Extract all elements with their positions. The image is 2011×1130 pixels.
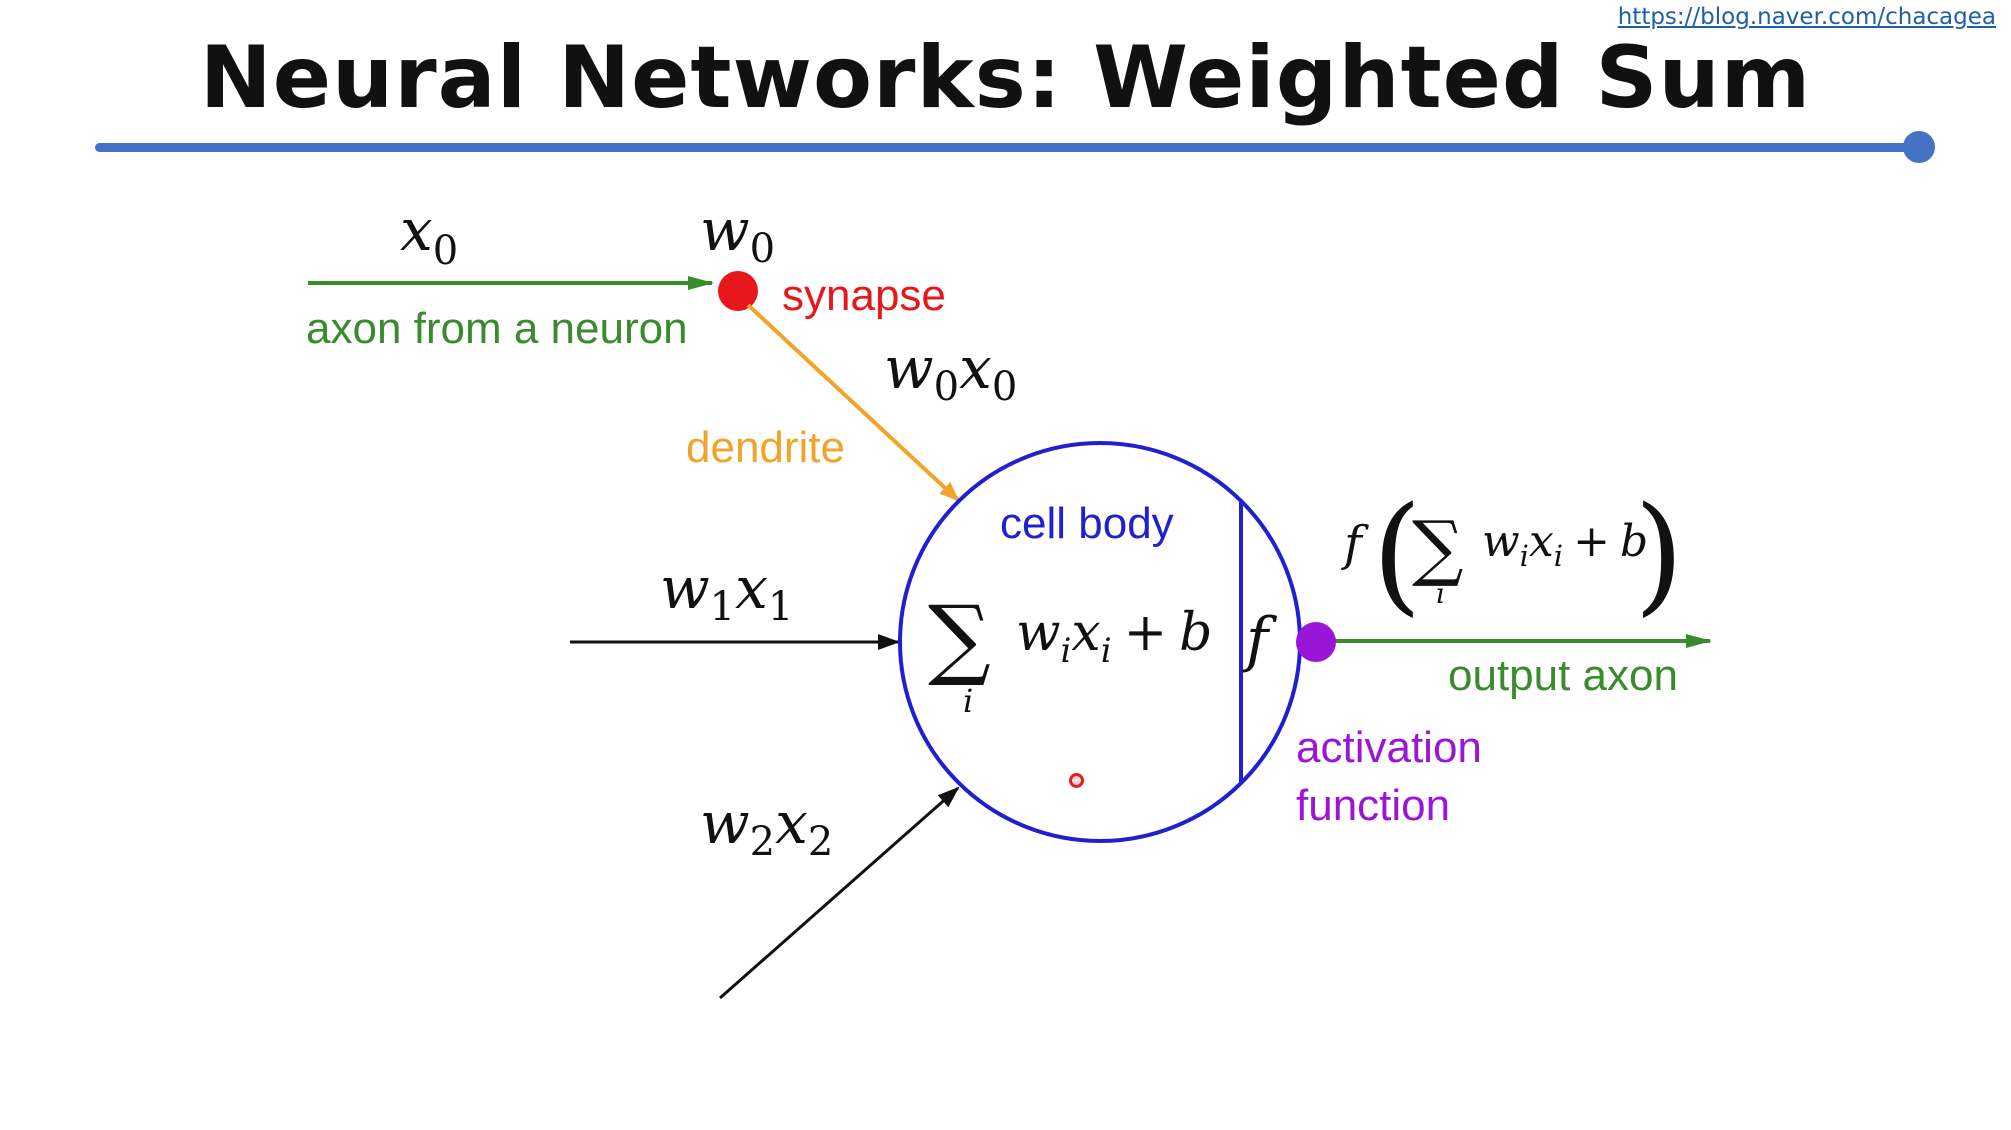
- axon-from-neuron-label: axon from a neuron: [306, 304, 688, 353]
- input-arrow-2: [719, 786, 960, 1000]
- cell-body-label: cell body: [1000, 499, 1174, 548]
- output-formula-rparen: ): [1634, 480, 1684, 629]
- dendrite-arrow: [746, 303, 960, 502]
- output-formula-expression: wixi+b: [1482, 516, 1648, 573]
- output-formula-sum-index: i: [1436, 577, 1445, 610]
- pointer-indicator: [1069, 773, 1084, 788]
- slide-title: Neural Networks: Weighted Sum: [199, 28, 1812, 128]
- source-link[interactable]: https://blog.naver.com/chacagea: [1617, 4, 1996, 30]
- output-axon-label: output axon: [1448, 651, 1678, 700]
- x0-label: x0: [400, 196, 458, 274]
- dendrite-label: dendrite: [686, 423, 845, 472]
- w0-label: w0: [700, 196, 775, 272]
- activation-function-label-line1: activation: [1296, 723, 1482, 772]
- sum-index: i: [963, 682, 973, 720]
- output-formula-sum-symbol: ∑: [1412, 505, 1463, 589]
- sum-symbol: ∑: [928, 586, 991, 689]
- sum-expression: wixi+b: [1016, 603, 1212, 671]
- title-divider: [95, 143, 1925, 152]
- synapse-node: [718, 271, 758, 311]
- output-formula-lparen: (: [1372, 480, 1422, 629]
- w0x0-label: w0x0: [884, 334, 1017, 410]
- title-divider-end-dot: [1903, 131, 1935, 163]
- activation-f-symbol: f: [1242, 605, 1278, 675]
- output-formula-f: f: [1341, 516, 1369, 572]
- w2x2-label: w2x2: [700, 789, 833, 865]
- activation-function-label-line2: function: [1296, 781, 1450, 830]
- w1x1-label: w1x1: [660, 554, 793, 630]
- synapse-label: synapse: [782, 271, 946, 320]
- activation-node: [1296, 622, 1336, 662]
